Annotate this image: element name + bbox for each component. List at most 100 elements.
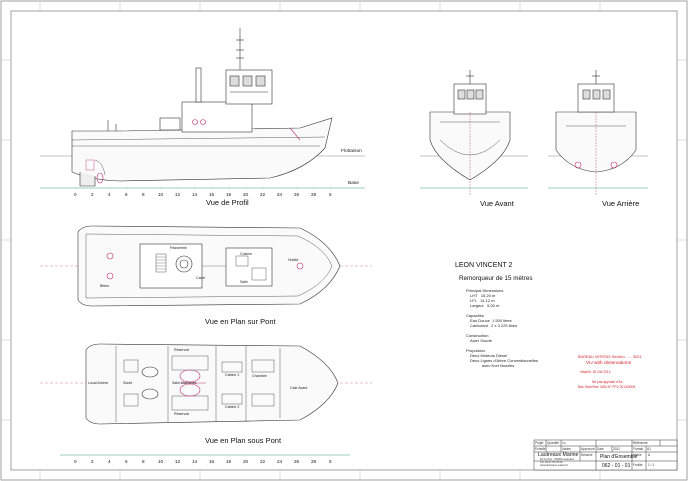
title-block-frame bbox=[533, 439, 678, 471]
deck-plan-title: Vue en Plan sur Pont bbox=[205, 317, 276, 326]
scale-tick: 12 bbox=[175, 459, 181, 464]
profile-view bbox=[40, 28, 365, 190]
propulsion-heading: Propulsion bbox=[466, 348, 485, 353]
scale-tick: 28 bbox=[311, 192, 317, 197]
dimensions-heading: Principal Dimensions bbox=[466, 288, 504, 293]
inner-frame bbox=[10, 10, 678, 471]
tb-rev-value: A bbox=[648, 453, 651, 457]
front-view bbox=[420, 70, 528, 196]
front-view-title: Vue Avant bbox=[480, 199, 514, 208]
stamp-line: Visa/Nr: 30 Oct 2012 bbox=[580, 370, 611, 374]
scale-tick: 8 bbox=[142, 192, 145, 197]
tb-drawn-label: Dessiné bbox=[581, 453, 593, 457]
tb-quantity-label: Quantité bbox=[547, 441, 560, 445]
scale-tick: 26 bbox=[294, 192, 300, 197]
below-room-label: Cabine 1 bbox=[225, 373, 240, 377]
deck-plan-view bbox=[40, 225, 372, 307]
scale-tick: 5 bbox=[329, 192, 332, 197]
capacity-line: Carburant 2 x 3 225 litres bbox=[470, 323, 518, 328]
scale-tick: 20 bbox=[243, 459, 249, 464]
scale-tick: 4 bbox=[108, 192, 111, 197]
tb-date-value: 2011 bbox=[613, 447, 620, 451]
tb-quantity-value: 1u bbox=[562, 441, 566, 445]
propulsion-line: Deux Lignes d'Arbre Conventionnelles bbox=[470, 358, 538, 363]
below-room-label: Réservoir bbox=[174, 412, 190, 416]
tb-approval-label: Approuvé bbox=[581, 447, 595, 451]
vessel-name: LEON VINCENT 2 bbox=[455, 262, 513, 269]
below-room-label: Soute bbox=[123, 381, 133, 385]
propulsion-line: Deux Moteurs Diesel bbox=[470, 353, 508, 358]
scale-tick: 24 bbox=[277, 192, 283, 197]
deck-room-label: Salle bbox=[240, 280, 248, 284]
capacity-heading: Capacités bbox=[466, 313, 484, 318]
tb-company-mail: www.lautreaux-marine.fr bbox=[540, 464, 568, 467]
below-deck-title: Vue en Plan sous Pont bbox=[205, 436, 282, 445]
profile-view-title: Vue de Profil bbox=[206, 198, 249, 207]
profile-scale: 0 2 4 6 8 10 12 14 16 18 20 22 24 26 28 … bbox=[0, 192, 688, 200]
deck-room-label: Carré bbox=[196, 276, 205, 280]
scale-tick: 24 bbox=[277, 459, 283, 464]
deck-room-label: Bittes bbox=[100, 284, 109, 288]
scale-tick: 2 bbox=[91, 459, 94, 464]
tb-date-label: Date bbox=[597, 447, 604, 451]
scale-tick: 16 bbox=[209, 459, 215, 464]
bottom-scale: 0 2 4 6 8 10 12 14 16 18 20 22 24 26 28 … bbox=[0, 459, 688, 467]
tb-feuille-label: Feuille bbox=[633, 463, 643, 467]
tb-title: Plan d'Ensemble bbox=[600, 454, 638, 460]
below-room-label: Local Arrière bbox=[88, 381, 109, 385]
below-room-label: Réservoir bbox=[174, 348, 190, 352]
scale-tick: 12 bbox=[175, 192, 181, 197]
below-deck-view bbox=[40, 343, 372, 425]
tb-format-value: A1 bbox=[647, 447, 651, 451]
below-room-label: Salle Machines bbox=[172, 381, 197, 385]
scale-tick: 4 bbox=[108, 459, 111, 464]
deck-room-label: Passerelle bbox=[170, 246, 187, 250]
tb-ref-label: Référence bbox=[633, 441, 648, 445]
scale-tick: 5 bbox=[329, 459, 332, 464]
scale-tick: 16 bbox=[209, 192, 215, 197]
scale-tick: 20 bbox=[243, 192, 249, 197]
tb-company-address: ZA Le Port - 56500 Lautreaux bbox=[540, 458, 575, 461]
tb-rev-label: Indice bbox=[633, 453, 642, 457]
scale-tick: 2 bbox=[91, 192, 94, 197]
dimension-line: LHT 15,20 m bbox=[470, 293, 496, 298]
base-label: Base bbox=[348, 181, 359, 186]
scale-tick: 18 bbox=[226, 192, 232, 197]
stamp-line: Bas Sect/Vise: NDk N° FPV 2013/0005 bbox=[578, 385, 636, 389]
propulsion-line: avec Kort Nozzles bbox=[482, 363, 515, 368]
deck-room-label: Cuisine bbox=[240, 252, 252, 256]
tb-echelle-value: Varies bbox=[562, 447, 571, 451]
capacity-line: Eau Douce 1 500 litres bbox=[470, 318, 512, 323]
scale-tick: 10 bbox=[158, 192, 164, 197]
rear-view bbox=[548, 70, 648, 196]
scale-tick: 14 bbox=[192, 192, 198, 197]
scale-tick: 6 bbox=[125, 192, 128, 197]
vessel-type: Remorqueur de 15 mètres bbox=[459, 275, 533, 282]
tb-company: Lautreaux Marine bbox=[538, 452, 579, 458]
tb-sheet-value: 1 / 1 bbox=[648, 463, 655, 467]
deck-room-label: Hublot bbox=[288, 258, 299, 262]
construction-line: Acier Soudé bbox=[470, 338, 492, 343]
dimension-line: LFL 14,12 m bbox=[470, 298, 495, 303]
stamp-line: BUREAU VERITAS Section ...... 3001 bbox=[578, 355, 642, 359]
stamp-line: VU with observations bbox=[586, 361, 632, 366]
below-room-label: Cale Avant bbox=[290, 386, 308, 390]
scale-tick: 28 bbox=[311, 459, 317, 464]
scale-tick: 26 bbox=[294, 459, 300, 464]
tb-format-label: Format bbox=[633, 447, 644, 451]
scale-tick: 8 bbox=[142, 459, 145, 464]
scale-tick: 22 bbox=[260, 459, 266, 464]
scale-tick: 22 bbox=[260, 192, 266, 197]
scale-tick: 6 bbox=[125, 459, 128, 464]
waterline-label: Flottaison bbox=[341, 149, 362, 154]
scale-tick: 14 bbox=[192, 459, 198, 464]
tb-projet-label: Projet bbox=[535, 441, 544, 445]
dimension-line: Largeur 5,00 m bbox=[470, 303, 500, 308]
rear-view-title: Vue Arrière bbox=[602, 199, 640, 208]
tb-drawing-number: 062 - 01 - 01 bbox=[602, 463, 631, 469]
scale-tick: 0 bbox=[74, 192, 77, 197]
scale-tick: 18 bbox=[226, 459, 232, 464]
below-room-label: Cabine 2 bbox=[225, 405, 240, 409]
